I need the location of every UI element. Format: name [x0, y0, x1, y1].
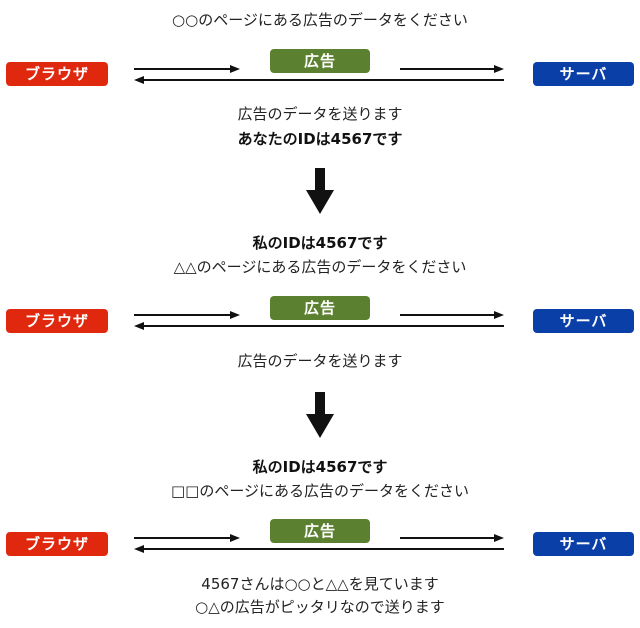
step3-request-text-2: □□のページにある広告のデータをください	[170, 482, 470, 500]
step3-response-arrow-head	[134, 545, 144, 553]
step1-request-arrow-right-head	[494, 65, 504, 73]
down-arrow-1	[306, 168, 334, 214]
step3-server-box: サーバ	[533, 532, 634, 556]
step2-arrows	[134, 311, 504, 330]
step1-response-text-1: 広告のデータを送ります	[237, 105, 403, 123]
step1-arrows	[134, 65, 504, 84]
step2-server-box: サーバ	[533, 309, 634, 333]
step1-server-box: サーバ	[533, 62, 634, 86]
step2-response-text: 広告のデータを送ります	[237, 352, 403, 370]
step3-browser-box: ブラウザ	[6, 532, 108, 556]
step3-request-arrow-left-head	[230, 534, 240, 542]
step1-response-text-2: あなたのIDは4567です	[237, 130, 403, 148]
step2-ad-box: 広告	[270, 296, 370, 320]
step3-request-text-1: 私のIDは4567です	[252, 458, 388, 476]
step2-browser-box: ブラウザ	[6, 309, 108, 333]
step2-response-arrow-head	[134, 322, 144, 330]
step3-arrows	[134, 534, 504, 553]
step2-request-arrow-right-head	[494, 311, 504, 319]
step1-ad-box: 広告	[270, 49, 370, 73]
step3-ad-box: 広告	[270, 519, 370, 543]
step2-request-text-1: 私のIDは4567です	[252, 234, 388, 252]
step2-request-text-2: △△のページにある広告のデータをください	[173, 258, 467, 276]
down-arrow-2	[306, 392, 334, 438]
step1-response-arrow-head	[134, 76, 144, 84]
step3-response-text-1: 4567さんは○○と△△を見ています	[201, 575, 439, 593]
step3-response-text-2: ○△の広告がピッタリなので送ります	[195, 598, 445, 616]
step1-browser-box: ブラウザ	[6, 62, 108, 86]
step1-request-arrow-left-head	[230, 65, 240, 73]
step1-request-text: ○○のページにある広告のデータをください	[172, 11, 468, 29]
step3-request-arrow-right-head	[494, 534, 504, 542]
step2-request-arrow-left-head	[230, 311, 240, 319]
